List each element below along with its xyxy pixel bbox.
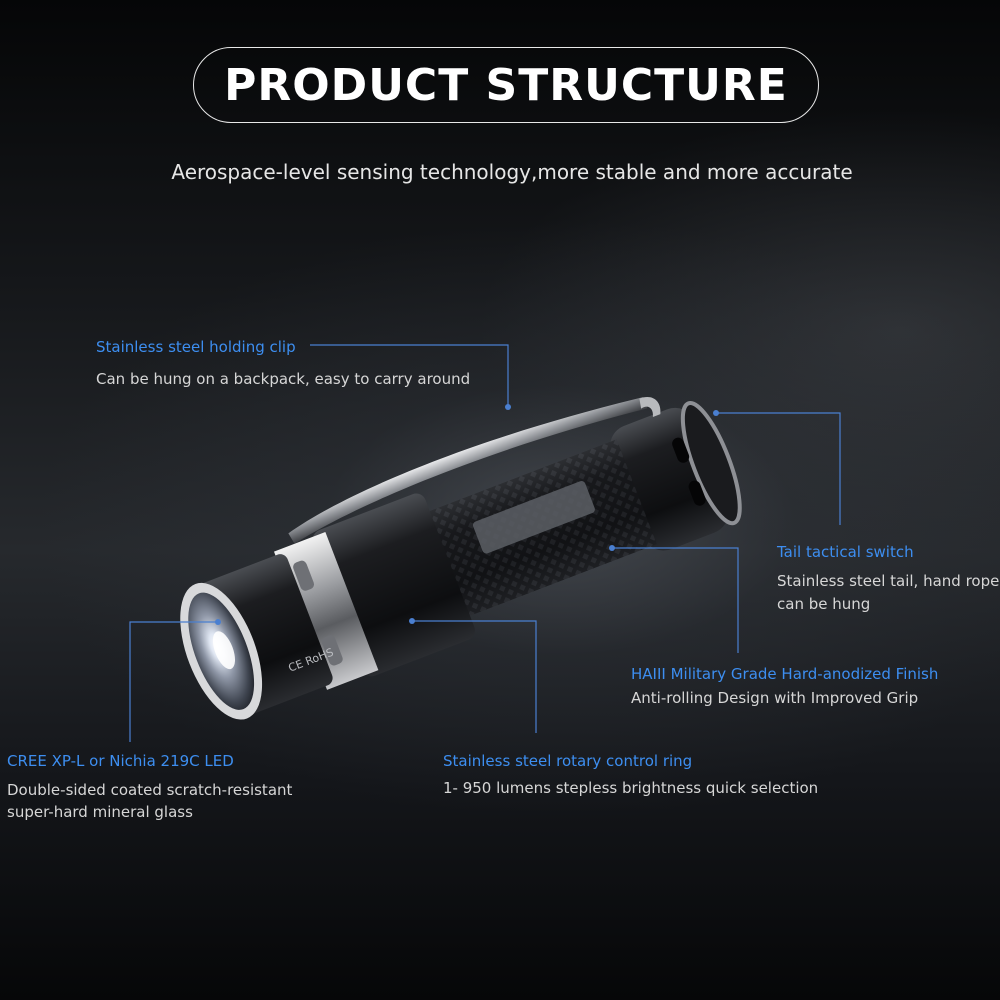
led-callout-line [129, 621, 218, 742]
led-callout-title: CREE XP-L or Nichia 219C LED [7, 752, 234, 770]
page-title: PRODUCT STRUCTURE [224, 59, 788, 111]
page-subtitle: Aerospace-level sensing technology,more … [171, 160, 853, 184]
callout-lines [129, 344, 841, 742]
clip-callout-title: Stainless steel holding clip [96, 338, 296, 356]
tail-lanyard-hole [688, 480, 706, 506]
tail-callout-line [716, 412, 841, 525]
finish-callout-line [612, 547, 739, 653]
finish-callout-desc: Anti-rolling Design with Improved Grip [631, 689, 919, 707]
anti-roll-flat [472, 481, 595, 554]
title-pill: PRODUCT STRUCTURE [193, 47, 819, 123]
clip-callout-line [310, 344, 509, 407]
ring-callout-title: Stainless steel rotary control ring [443, 752, 693, 770]
led-callout-desc-2: super-hard mineral glass [7, 803, 193, 821]
ring-callout-line [412, 620, 537, 733]
holding-clip [288, 397, 648, 544]
tail-callout-desc-1: Stainless steel tail, hand rope [777, 572, 1000, 590]
tail-callout-desc-2: can be hung [777, 595, 871, 613]
tail-lanyard-hole [672, 437, 690, 463]
led-emitter [212, 631, 236, 670]
ring-callout-desc: 1- 950 lumens stepless brightness quick … [443, 779, 819, 797]
tail-end [680, 400, 742, 526]
led-callout-desc-1: Double-sided coated scratch-resistant [7, 781, 293, 799]
flashlight-body-group: CE RoHS [180, 397, 742, 720]
finish-callout-title: HAIII Military Grade Hard-anodized Finis… [631, 665, 939, 683]
clip-callout-desc: Can be hung on a backpack, easy to carry… [96, 370, 471, 388]
callout-dots [215, 404, 719, 625]
tail-callout-title: Tail tactical switch [777, 543, 914, 561]
